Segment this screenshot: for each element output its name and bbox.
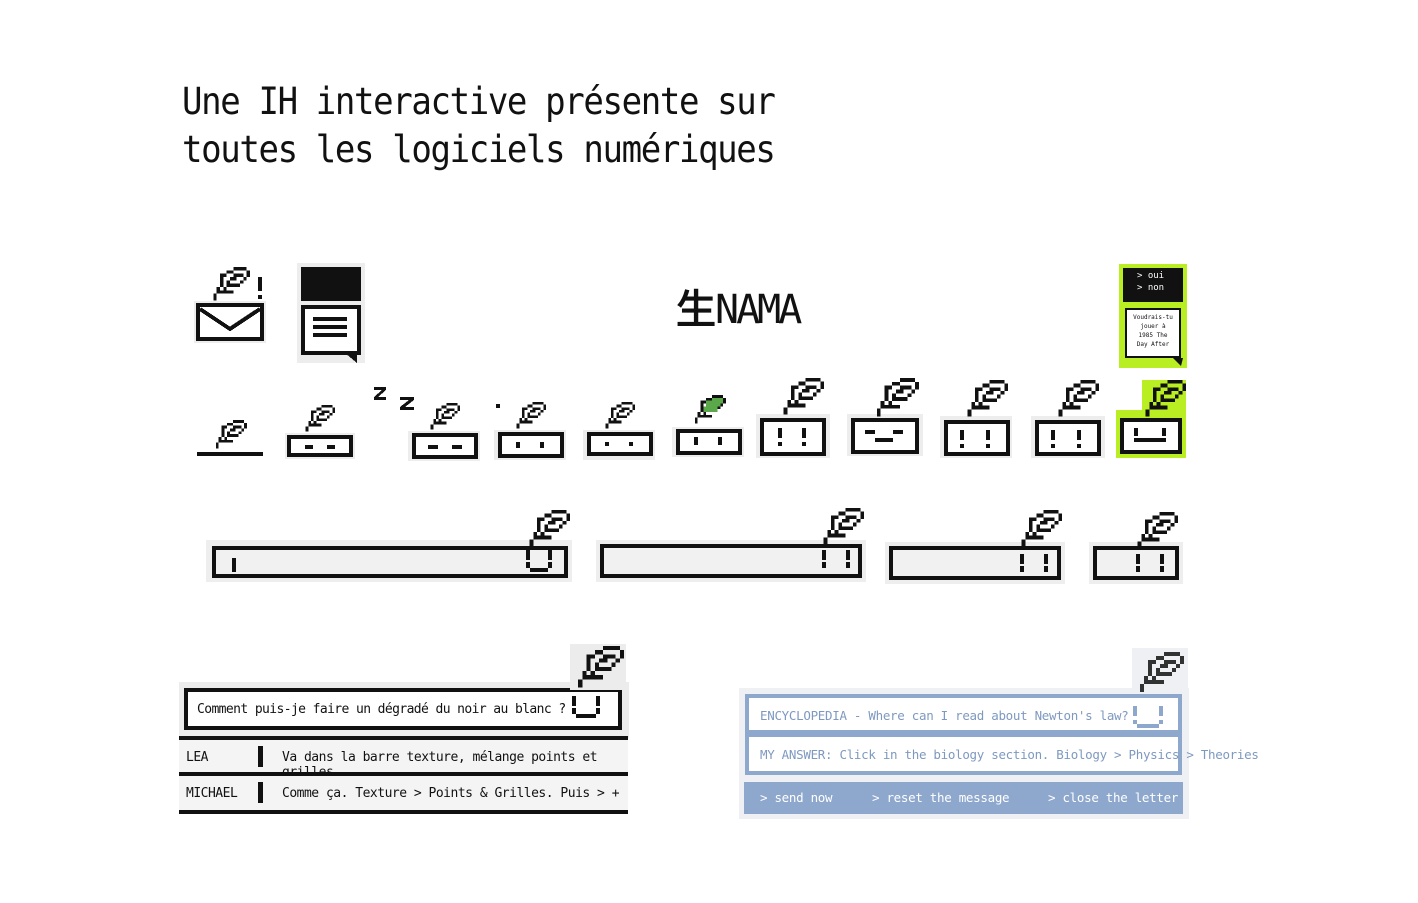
mini-dialog: > oui > non Voudrais-tu jouer à 1985 The… xyxy=(1119,264,1187,368)
quill-sequence-frame-8-icon xyxy=(847,378,925,458)
sleeping-marks-icon xyxy=(372,383,420,415)
option-non[interactable]: > non xyxy=(1137,283,1165,293)
encyclopedia-action-bar: > send now > reset the message > close t… xyxy=(744,782,1183,814)
quill-face-blue-icon xyxy=(1128,648,1190,728)
question-line: Voudrais-tu xyxy=(1133,314,1173,321)
chat-separator xyxy=(258,782,263,803)
quill-sequence-frame-5-icon xyxy=(583,402,657,462)
chat-user-name: LEA xyxy=(186,750,208,765)
quill-sequence-frame-7-icon xyxy=(756,378,832,460)
text-caret xyxy=(232,558,236,572)
quill-face-icon xyxy=(564,644,628,724)
quill-sequence-frame-6-icon xyxy=(672,395,746,459)
encyclopedia-answer-text: MY ANSWER: Click in the biology section.… xyxy=(760,747,1259,762)
headline-line-1: Une IH interactive présente sur xyxy=(182,80,776,123)
quill-face-icon xyxy=(812,508,866,580)
chat-separator xyxy=(258,746,263,767)
text-input-bar-short[interactable] xyxy=(889,546,1061,580)
mini-dialog-options: > oui > non xyxy=(1123,268,1183,302)
headline: Une IH interactive présente sur toutes l… xyxy=(182,78,826,174)
quill-sequence-frame-2-icon xyxy=(285,405,357,461)
mail-quill-icon[interactable] xyxy=(194,265,268,345)
send-now-button[interactable]: > send now xyxy=(760,790,833,805)
chat-question-input[interactable]: Comment puis-je faire un dégradé du noir… xyxy=(184,688,622,730)
quill-sequence-frame-10-icon xyxy=(1031,380,1107,460)
chat-row-lea[interactable]: LEA Va dans la barre texture, mélange po… xyxy=(179,736,628,780)
question-line: 1985 The xyxy=(1138,332,1168,339)
quill-face-icon xyxy=(1126,512,1180,584)
reset-message-button[interactable]: > reset the message xyxy=(872,790,1010,805)
quill-sequence-frame-9-icon xyxy=(940,380,1014,460)
face-icon xyxy=(1133,706,1163,728)
brand-name: NAMA xyxy=(715,287,802,333)
encyclopedia-answer-field[interactable]: MY ANSWER: Click in the biology section.… xyxy=(745,733,1259,775)
chat-question-text: Comment puis-je faire un dégradé du noir… xyxy=(197,702,566,717)
quill-sequence-frame-active-icon[interactable] xyxy=(1116,380,1188,460)
headline-line-2: toutes les logiciels numériques xyxy=(182,128,776,171)
brand-glyph: 生 xyxy=(676,287,716,333)
brand-logo: 生NAMA xyxy=(676,287,802,333)
message-bubble-icon[interactable] xyxy=(297,263,367,367)
close-letter-button[interactable]: > close the letter xyxy=(1048,790,1179,805)
quill-sequence-frame-4-icon xyxy=(494,402,568,462)
encyclopedia-question-text: ENCYCLOPEDIA - Where can I read about Ne… xyxy=(760,708,1129,723)
text-input-bar-medium[interactable] xyxy=(600,544,862,578)
text-input-bar-long[interactable] xyxy=(212,546,568,578)
chat-message: Comme ça. Texture > Points & Grilles. Pu… xyxy=(282,786,620,801)
quill-sequence-frame-1-icon xyxy=(195,420,265,460)
chat-row-michael[interactable]: MICHAEL Comme ça. Texture > Points & Gri… xyxy=(179,772,628,814)
mini-dialog-tail-icon xyxy=(1173,358,1183,366)
chat-user-name: MICHAEL xyxy=(186,786,238,801)
quill-face-icon xyxy=(518,510,572,582)
quill-face-icon xyxy=(1010,510,1064,582)
question-line: Day After xyxy=(1136,341,1170,348)
quill-sequence-frame-3-icon xyxy=(408,403,482,463)
question-line: jouer à xyxy=(1140,323,1166,330)
mini-dialog-question: Voudrais-tu jouer à 1985 The Day After xyxy=(1125,308,1181,358)
encyclopedia-question-field[interactable]: ENCYCLOPEDIA - Where can I read about Ne… xyxy=(745,694,1182,734)
option-oui[interactable]: > oui xyxy=(1137,271,1165,281)
